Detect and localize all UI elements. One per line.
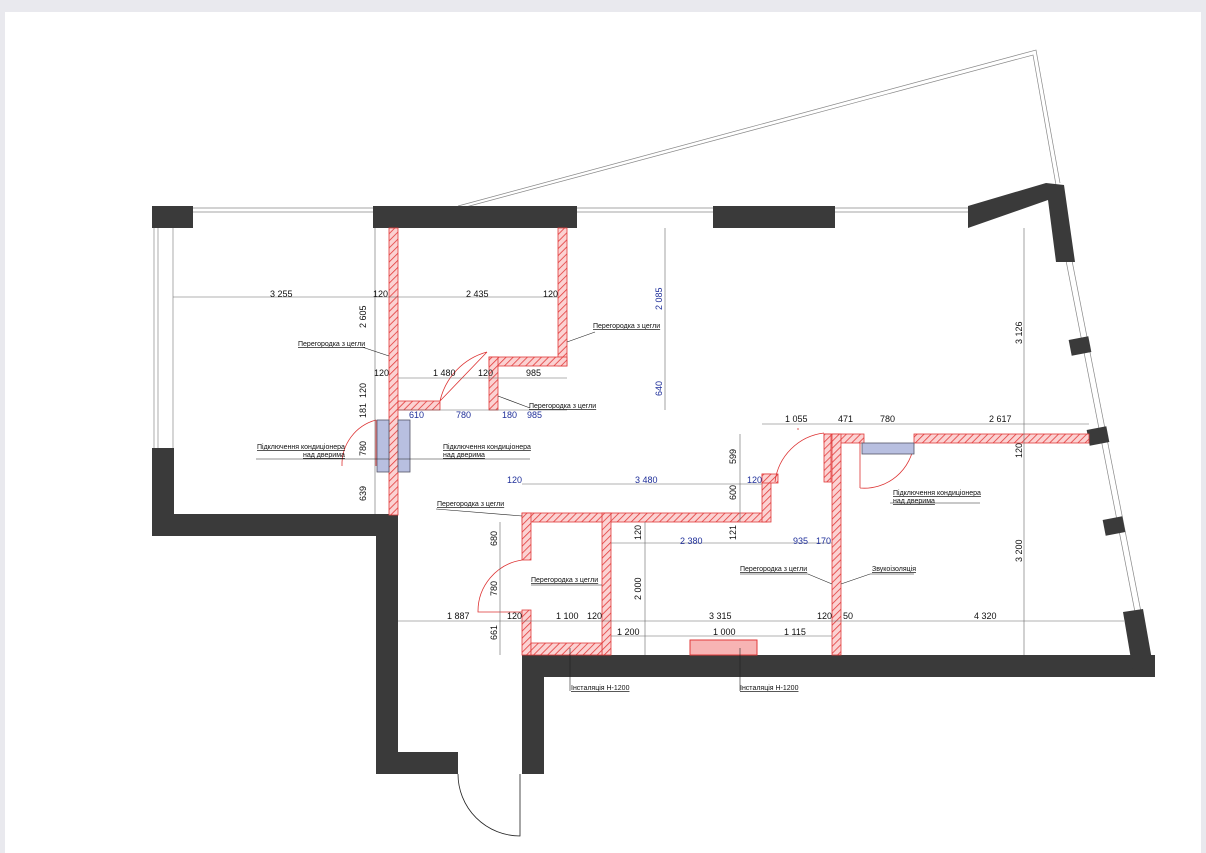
dim-1200: 1 200 — [617, 627, 640, 637]
dim-680: 680 — [489, 531, 499, 546]
dim-639: 639 — [358, 486, 368, 501]
dimension-lines — [173, 228, 1124, 655]
dim-120: 120 — [358, 383, 368, 398]
dim-780: 780 — [358, 441, 368, 456]
dim-120: 120 — [478, 368, 493, 378]
window-group — [153, 49, 1142, 613]
note-ac-left-line1: Підключення кондиціонера — [257, 443, 345, 451]
dim-780: 780 — [489, 581, 499, 596]
note-ac-right-line2: над дверима — [893, 498, 935, 505]
dim-985: 985 — [526, 368, 541, 378]
dim-3200: 3 200 — [1014, 539, 1024, 562]
dim-600: 600 — [728, 485, 738, 500]
note-partition-brick: Перегородка з цегли — [298, 341, 365, 348]
dim-780: 780 — [456, 410, 471, 420]
dim-50: 50 — [843, 611, 853, 621]
floor-plan: 3 255 120 2 435 120 2 085 2 605 120 1 48… — [152, 49, 1155, 837]
note-partition-brick: Перегородка з цегли — [437, 501, 504, 508]
dim-120: 120 — [543, 289, 558, 299]
dim-121: 121 — [728, 525, 738, 540]
dim-985: 985 — [527, 410, 542, 420]
dim-120: 120 — [373, 289, 388, 299]
note-partition-brick: Перегородка з цегли — [740, 566, 807, 573]
dim-1887: 1 887 — [447, 611, 470, 621]
note-partition-brick: Перегородка з цегли — [529, 403, 596, 410]
dim-1100: 1 100 — [556, 611, 579, 621]
leaders — [256, 331, 980, 691]
dim-4320: 4 320 — [974, 611, 997, 621]
dim-1000: 1 000 — [713, 627, 736, 637]
note-ac-mid-line1: Підключення кондиціонера — [443, 443, 531, 451]
dim-180: 180 — [502, 410, 517, 420]
dim-661: 661 — [489, 625, 499, 640]
dim-1055: 1 055 — [785, 414, 808, 424]
dim-170: 170 — [816, 536, 831, 546]
dim-471: 471 — [838, 414, 853, 424]
dim-1115: 1 115 — [784, 627, 806, 637]
dimension-texts: 3 255 120 2 435 120 2 085 2 605 120 1 48… — [270, 287, 1024, 640]
annotations: Перегородка з цегли Перегородка з цегли … — [257, 323, 981, 692]
note-ac-mid-line2: над дверима — [443, 452, 485, 459]
dim-780: 780 — [880, 414, 895, 424]
dim-181: 181 — [358, 403, 368, 418]
dim-120: 120 — [817, 611, 832, 621]
note-partition-brick: Перегородка з цегли — [593, 323, 660, 330]
note-soundproofing: Звукоізоляція — [872, 565, 916, 573]
exterior-walls — [152, 183, 1155, 774]
dim-935: 935 — [793, 536, 808, 546]
dim-120: 120 — [507, 611, 522, 621]
note-partition-brick: Перегородка з цегли — [531, 577, 598, 584]
dim-3315: 3 315 — [709, 611, 732, 621]
dim-2605: 2 605 — [358, 305, 368, 328]
note-installation: Інсталяція Н-1200 — [571, 684, 630, 692]
dim-120: 120 — [374, 368, 389, 378]
dim-2085: 2 085 — [654, 287, 664, 310]
dim-2380: 2 380 — [680, 536, 703, 546]
dim-3255: 3 255 — [270, 289, 293, 299]
dim-2000: 2 000 — [633, 577, 643, 600]
dim-3480: 3 480 — [635, 475, 658, 485]
dim-2617: 2 617 — [989, 414, 1012, 424]
dim-120: 120 — [747, 475, 762, 485]
dim-610: 610 — [409, 410, 424, 420]
dim-3126: 3 126 — [1014, 321, 1024, 344]
partitions — [388, 227, 1090, 656]
note-ac-left-line2: над дверима — [303, 452, 345, 459]
dim-2435: 2 435 — [466, 289, 489, 299]
dim-120: 120 — [633, 525, 643, 540]
dim-640: 640 — [654, 381, 664, 396]
dim-599: 599 — [728, 449, 738, 464]
note-installation: Інсталяція Н-1200 — [740, 684, 799, 692]
dim-1480: 1 480 — [433, 368, 456, 378]
dim-120: 120 — [587, 611, 602, 621]
drawing-sheet: 3 255 120 2 435 120 2 085 2 605 120 1 48… — [5, 12, 1201, 853]
dim-120: 120 — [507, 475, 522, 485]
dim-120: 120 — [1014, 443, 1024, 458]
note-ac-right-line1: Підключення кондиціонера — [893, 489, 981, 497]
